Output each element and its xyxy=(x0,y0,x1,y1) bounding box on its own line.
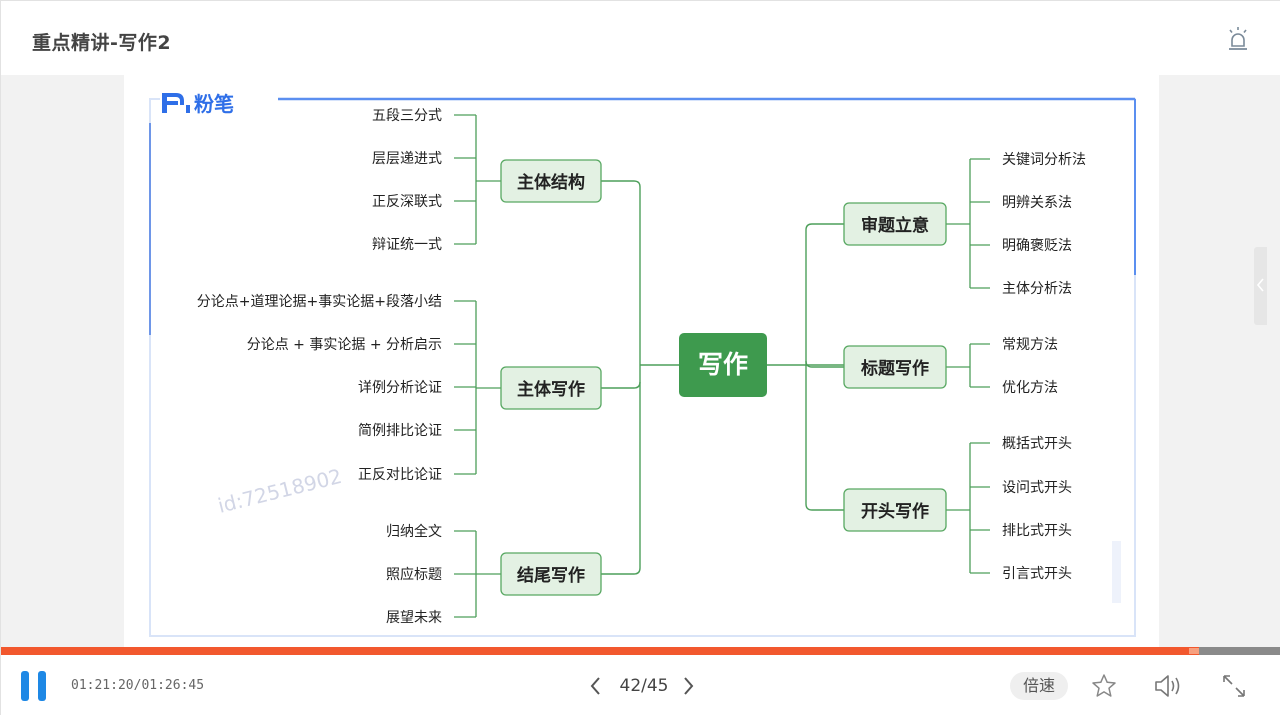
pause-icon xyxy=(21,671,29,701)
right-branch-node xyxy=(843,345,947,389)
logo-text: 粉笔 xyxy=(194,92,234,116)
logo-mark xyxy=(162,93,184,113)
left-branch-link xyxy=(601,381,641,389)
left-leaf-label: 分论点 + 事实论据 + 分析启示 xyxy=(247,337,442,353)
left-branch-node-label: 主体结构 xyxy=(517,172,585,193)
right-branch-link xyxy=(805,360,844,368)
slide-frame xyxy=(149,98,1136,637)
left-leaf-label: 正反深联式 xyxy=(372,194,442,210)
right-leaf-label: 明辨关系法 xyxy=(1002,195,1072,211)
left-branch-node-label: 结尾写作 xyxy=(517,565,585,586)
left-leaf-label: 正反对比论证 xyxy=(358,467,442,483)
left-branch-node xyxy=(500,552,602,596)
right-leaf-label: 关键词分析法 xyxy=(1002,152,1086,168)
side-panel-toggle[interactable] xyxy=(1254,247,1267,325)
scroll-hint xyxy=(1112,541,1121,603)
watermark-text: id:72518902 xyxy=(215,464,344,518)
right-leaf-label: 引言式开头 xyxy=(1002,566,1072,582)
left-leaf-label: 展望未来 xyxy=(386,610,442,626)
alarm-icon[interactable] xyxy=(1227,26,1249,52)
left-leaf-label: 详例分析论证 xyxy=(358,380,442,396)
next-page-button[interactable] xyxy=(681,675,697,697)
center-node-label: 写作 xyxy=(698,350,748,379)
right-leaf-label: 设问式开头 xyxy=(1002,480,1072,496)
header: 重点精讲-写作2 xyxy=(1,1,1280,75)
page-navigator: 42/45 xyxy=(587,673,707,699)
right-branch-link xyxy=(805,503,844,511)
logo-mark-dot xyxy=(186,105,190,113)
chevron-left-icon xyxy=(1256,278,1264,292)
left-branch-node xyxy=(500,366,602,410)
slide-stage: 粉笔 id:72518902 写作 五段三分式层层递进式正反深联式辩证统一式 主体结构分… xyxy=(1,75,1280,647)
right-branch-node-label: 标题写作 xyxy=(861,358,929,379)
left-leaf-label: 简例排比论证 xyxy=(358,422,442,439)
right-leaf-label: 概括式开头 xyxy=(1002,436,1072,452)
right-leaf-label: 优化方法 xyxy=(1002,380,1058,396)
previous-page-button[interactable] xyxy=(587,675,603,697)
fullscreen-icon[interactable] xyxy=(1220,672,1248,700)
progress-fill xyxy=(1,647,1199,655)
left-leaf-label: 层层递进式 xyxy=(372,151,442,167)
right-branch-link xyxy=(805,223,844,231)
pause-button[interactable] xyxy=(21,671,49,701)
left-branch-link xyxy=(601,567,641,575)
right-branch-node xyxy=(843,488,947,532)
left-branch-link xyxy=(601,180,641,188)
control-bar: 01:21:20/01:26:45 42/45 倍速 xyxy=(1,655,1280,715)
right-branch-node-label: 开头写作 xyxy=(861,501,929,522)
page-indicator: 42/45 xyxy=(619,676,669,696)
right-leaf-label: 排比式开头 xyxy=(1002,523,1072,539)
right-branch-node-label: 审题立意 xyxy=(861,215,929,236)
left-leaf-label: 照应标题 xyxy=(386,566,442,583)
right-branch-node xyxy=(843,202,947,246)
progress-bar[interactable] xyxy=(1,647,1280,655)
left-leaf-label: 辩证统一式 xyxy=(372,237,442,253)
center-node xyxy=(679,333,767,397)
progress-handle[interactable] xyxy=(1188,648,1199,654)
left-leaf-label: 五段三分式 xyxy=(372,108,442,124)
pause-icon-bar xyxy=(38,671,46,701)
left-leaf-label: 归纳全文 xyxy=(386,523,442,540)
speed-button[interactable]: 倍速 xyxy=(1010,672,1068,700)
playback-time: 01:21:20/01:26:45 xyxy=(71,678,205,693)
right-leaf-label: 常规方法 xyxy=(1002,337,1058,353)
page-title: 重点精讲-写作2 xyxy=(32,32,172,54)
star-icon[interactable] xyxy=(1090,672,1118,700)
right-leaf-label: 明确褒贬法 xyxy=(1002,238,1072,254)
right-leaf-label: 主体分析法 xyxy=(1002,281,1072,297)
left-branch-node xyxy=(500,159,602,203)
slide: 粉笔 id:72518902 写作 五段三分式层层递进式正反深联式辩证统一式 主体结构分… xyxy=(124,75,1159,647)
volume-icon[interactable] xyxy=(1153,672,1185,700)
left-leaf-label: 分论点+道理论据+事实论据+段落小结 xyxy=(197,294,442,310)
left-branch-node-label: 主体写作 xyxy=(517,379,585,400)
